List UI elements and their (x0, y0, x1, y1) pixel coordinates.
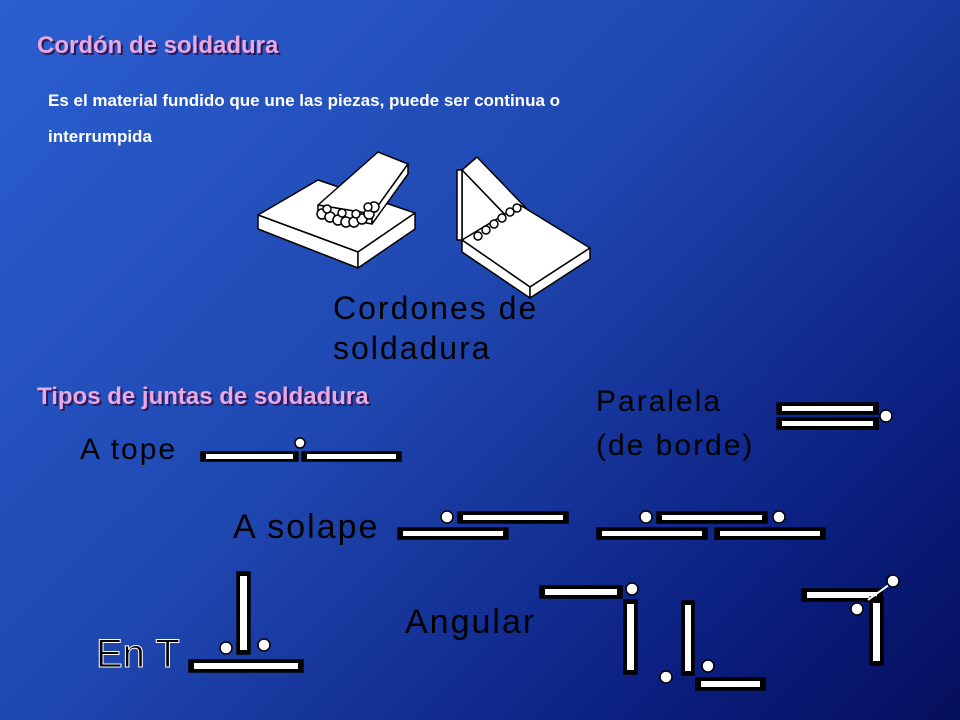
lap-joint-diagram-double (596, 510, 826, 540)
tee-joint-label: En T (96, 632, 181, 677)
lap-joint-label: A solape (233, 508, 380, 546)
corner-joint-label: Angular (405, 603, 537, 641)
description-line-2: interrumpida (48, 127, 152, 146)
parallel-joint-label: Paralela (de borde) (596, 380, 754, 468)
weld-caption-line-1: Cordones de (333, 290, 539, 326)
butt-joint-diagram (200, 437, 402, 462)
butt-joint-label: A tope (80, 433, 178, 466)
weld-caption: Cordones de soldadura (333, 288, 538, 368)
lap-joint-diagram-single (397, 510, 569, 540)
description-text: Es el material fundido que une las pieza… (48, 83, 560, 155)
description-line-1: Es el material fundido que une las pieza… (48, 91, 561, 110)
corner-joint-diagram-3 (801, 574, 900, 666)
corner-joint-diagram-2 (659, 600, 766, 691)
joint-types-title: Tipos de juntas de soldadura (37, 383, 369, 410)
weld-caption-line-2: soldadura (333, 330, 492, 366)
parallel-joint-diagram (776, 402, 893, 430)
tee-joint-diagram (188, 571, 304, 673)
parallel-joint-label-line-1: Paralela (596, 385, 723, 418)
slide-title: Cordón de soldadura (37, 32, 279, 59)
parallel-joint-label-line-2: (de borde) (596, 429, 755, 462)
corner-joint-diagram-1 (539, 582, 639, 675)
